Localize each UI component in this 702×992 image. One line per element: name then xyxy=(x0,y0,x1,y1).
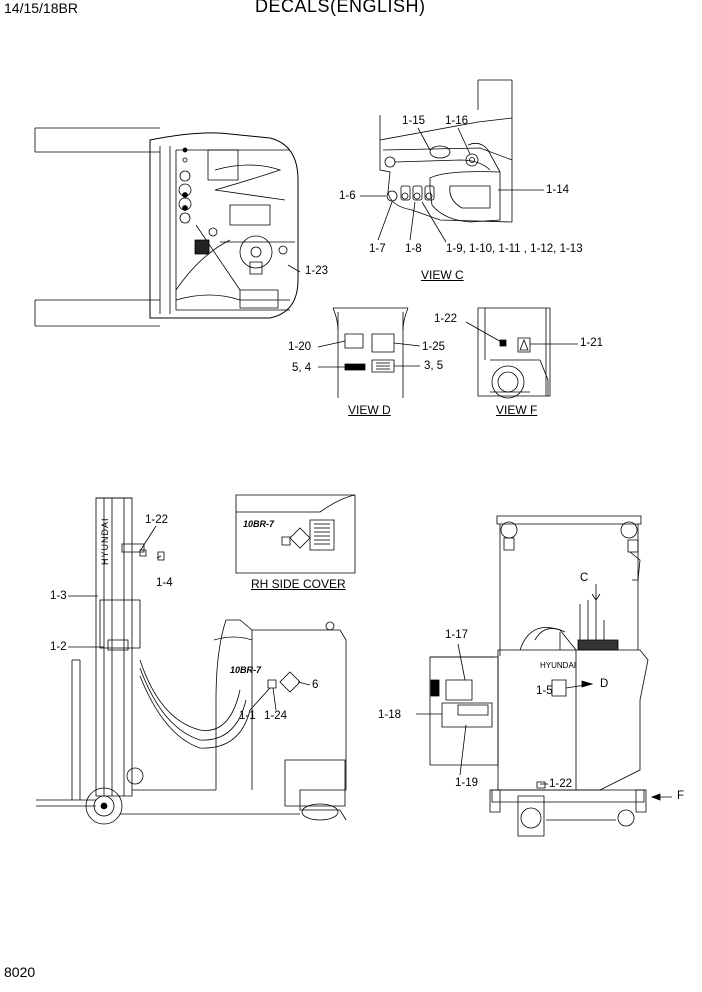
callout-1-2: 1-2 xyxy=(50,641,67,653)
top-view-truck xyxy=(35,128,300,326)
callout-view-f: F xyxy=(677,790,685,802)
mast-brand-decal: HYUNDAI xyxy=(100,517,110,565)
page-number: 8020 xyxy=(4,964,36,980)
side-model-decal: 10BR-7 xyxy=(230,665,262,675)
view-d-caption: VIEW D xyxy=(348,403,391,417)
rear-view-truck xyxy=(416,516,672,836)
callout-1-17: 1-17 xyxy=(445,629,469,641)
page-title: DECALS(ENGLISH) xyxy=(255,0,426,16)
callout-3-5: 3, 5 xyxy=(424,360,444,372)
callout-1-15: 1-15 xyxy=(402,115,426,127)
cover-model-decal: 10BR-7 xyxy=(243,519,275,529)
callout-1-4: 1-4 xyxy=(156,577,173,589)
callout-1-20: 1-20 xyxy=(288,341,312,353)
side-view-truck xyxy=(36,498,346,824)
rh-side-cover-panel xyxy=(236,495,355,573)
callout-1-14: 1-14 xyxy=(546,184,570,196)
view-c-caption: VIEW C xyxy=(421,268,464,282)
callout-1-24: 1-24 xyxy=(264,710,288,722)
rear-brand-decal: HYUNDAI xyxy=(540,661,577,670)
model-label: 14/15/18BR xyxy=(4,0,78,16)
callout-1-23: 1-23 xyxy=(305,265,329,277)
callout-1-22-rear: 1-22 xyxy=(549,778,573,790)
callout-1-21: 1-21 xyxy=(580,337,604,349)
callout-1-6: 1-6 xyxy=(339,190,356,202)
callout-6: 6 xyxy=(312,679,319,691)
callout-1-9-to-1-13: 1-9, 1-10, 1-11 , 1-12, 1-13 xyxy=(446,243,583,255)
view-f-caption: VIEW F xyxy=(496,403,538,417)
callout-1-1: 1-1 xyxy=(239,710,256,722)
view-f-panel xyxy=(466,308,578,398)
callout-1-18: 1-18 xyxy=(378,709,402,721)
view-c-panel xyxy=(360,80,544,242)
callout-1-22-view-f: 1-22 xyxy=(434,313,458,325)
rh-side-cover-caption: RH SIDE COVER xyxy=(251,577,346,591)
callout-1-5: 1-5 xyxy=(536,685,553,697)
callout-1-16: 1-16 xyxy=(445,115,469,127)
callout-1-25: 1-25 xyxy=(422,341,446,353)
callout-view-d: D xyxy=(600,678,609,690)
callout-1-3: 1-3 xyxy=(50,590,67,602)
callout-1-8: 1-8 xyxy=(405,243,422,255)
callout-1-7: 1-7 xyxy=(369,243,386,255)
callout-5-4: 5, 4 xyxy=(292,362,312,374)
callout-1-19: 1-19 xyxy=(455,777,479,789)
callout-1-22-mast: 1-22 xyxy=(145,514,169,526)
callout-view-c: C xyxy=(580,572,589,584)
view-d-panel xyxy=(318,308,420,398)
